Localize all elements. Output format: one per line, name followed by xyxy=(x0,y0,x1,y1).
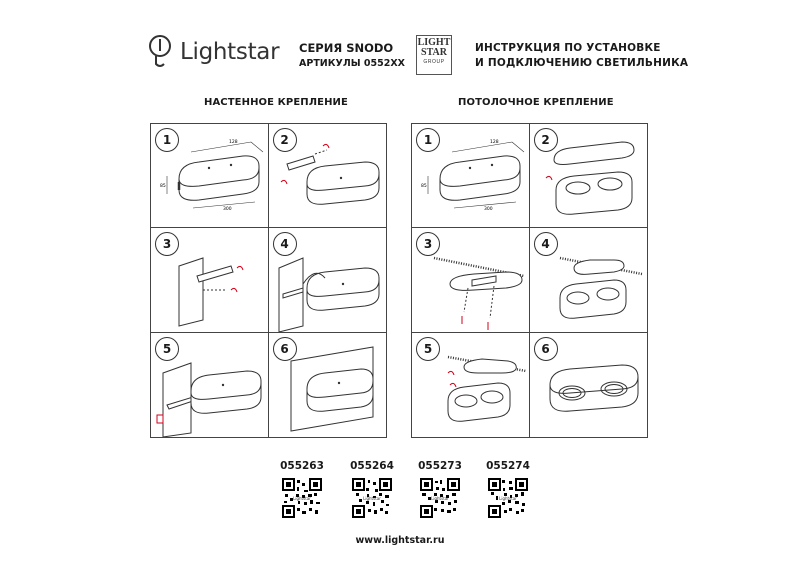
step-number: 2 xyxy=(272,128,297,152)
installed-ceiling-luminaire-illustration xyxy=(549,364,638,412)
remove-bracket-illustration xyxy=(280,143,379,205)
qr-code-icon[interactable]: Lightstar xyxy=(420,478,460,518)
mount-luminaire-illustration xyxy=(156,361,262,437)
dim-length: 300 xyxy=(223,206,232,212)
step-number: 2 xyxy=(533,128,558,152)
article-number: 055263 xyxy=(280,460,324,472)
step-number: 5 xyxy=(416,336,440,361)
series-title: СЕРИЯ SNODO xyxy=(299,41,394,55)
instruction-title: ИНСТРУКЦИЯ ПО УСТАНОВКЕ И ПОДКЛЮЧЕНИЮ СВ… xyxy=(475,41,688,71)
articles-title: АРТИКУЛЫ 0552XX xyxy=(299,58,405,69)
ceiling-step-1: 1 128 85 300 xyxy=(412,124,530,229)
qr-code-icon[interactable]: Lightstar xyxy=(488,478,528,518)
qr-code-icon[interactable]: Lightstar xyxy=(282,478,322,518)
wall-step-2: 2 xyxy=(268,124,386,229)
wall-step-3: 3 xyxy=(151,228,269,333)
ceiling-step-2: 2 xyxy=(529,124,647,229)
brand-box-line1: LIGHT xyxy=(417,37,451,48)
qr-caption: Lightstar xyxy=(363,496,381,501)
brand-box-line2: STAR xyxy=(421,47,447,58)
article-code: 055264 Lightstar xyxy=(342,460,402,518)
step-number: 5 xyxy=(155,336,179,361)
dim-width: 128 xyxy=(490,139,499,145)
instruction-line2: И ПОДКЛЮЧЕНИЮ СВЕТИЛЬНИКА xyxy=(475,57,689,69)
qr-caption: Lightstar xyxy=(431,496,449,501)
qr-caption: Lightstar xyxy=(499,496,517,501)
connect-wires-illustration xyxy=(278,257,379,332)
article-code: 055263 Lightstar xyxy=(272,460,332,518)
luminaire-dimensions-illustration: 128 85 300 xyxy=(160,139,264,212)
wall-mount-steps: 1 128 85 300 2 xyxy=(150,123,387,438)
light-star-group-logo: LIGHT STAR GROUP xyxy=(416,35,452,75)
article-number: 055273 xyxy=(418,460,462,472)
dim-length: 300 xyxy=(484,206,493,212)
step-number: 1 xyxy=(155,128,179,152)
luminaire-dimensions-illustration: 128 85 300 xyxy=(421,139,525,212)
ceiling-step-5: 5 xyxy=(412,332,530,437)
step-number: 4 xyxy=(533,232,558,257)
article-number: 055274 xyxy=(486,460,530,472)
wall-step-6: 6 xyxy=(269,333,387,437)
qr-caption: Lightstar xyxy=(293,496,311,501)
mark-wall-illustration xyxy=(178,257,244,327)
step-number: 6 xyxy=(272,336,297,361)
brand-box-line3: GROUP xyxy=(423,59,445,65)
step-number: 1 xyxy=(416,128,440,152)
wall-step-4: 4 xyxy=(268,228,386,333)
wall-step-5: 5 xyxy=(151,332,269,437)
ceiling-step-3: 3 xyxy=(412,228,530,333)
step-number: 3 xyxy=(416,232,440,257)
wall-mount-title: НАСТЕННОЕ КРЕПЛЕНИЕ xyxy=(204,97,348,108)
dim-height: 85 xyxy=(160,183,166,189)
step-number: 4 xyxy=(272,232,297,257)
bulb-icon xyxy=(149,35,171,67)
drill-ceiling-illustration xyxy=(433,257,525,331)
ceiling-step-4: 4 xyxy=(529,228,647,333)
wall-step-1: 1 128 85 300 xyxy=(151,124,269,229)
dim-height: 85 xyxy=(421,183,427,189)
dim-width: 128 xyxy=(229,139,238,145)
step-number: 6 xyxy=(533,336,558,361)
article-codes: 055263 Lightstar 055264 Lightstar 05 xyxy=(0,460,800,530)
ceiling-step-6: 6 xyxy=(530,333,648,437)
series-block: СЕРИЯ SNODO АРТИКУЛЫ 0552XX xyxy=(299,41,405,71)
qr-code-icon[interactable]: Lightstar xyxy=(352,478,392,518)
brand-logo: Lightstar xyxy=(148,32,280,72)
website-link[interactable]: www.lightstar.ru xyxy=(355,535,445,546)
ceiling-mount-title: ПОТОЛОЧНОЕ КРЕПЛЕНИЕ xyxy=(458,97,614,108)
article-code: 055274 Lightstar xyxy=(478,460,538,518)
connect-wires-ceiling-illustration xyxy=(559,257,642,320)
instruction-line1: ИНСТРУКЦИЯ ПО УСТАНОВКЕ xyxy=(475,42,661,54)
installed-luminaire-illustration xyxy=(290,346,373,432)
article-code: 055273 Lightstar xyxy=(410,460,470,518)
step-number: 3 xyxy=(155,232,179,257)
ceiling-mount-steps: 1 128 85 300 2 xyxy=(411,123,648,438)
open-housing-illustration xyxy=(545,141,635,215)
article-number: 055264 xyxy=(350,460,394,472)
attach-to-plate-illustration xyxy=(447,355,527,422)
logo-text: Lightstar xyxy=(180,39,280,65)
